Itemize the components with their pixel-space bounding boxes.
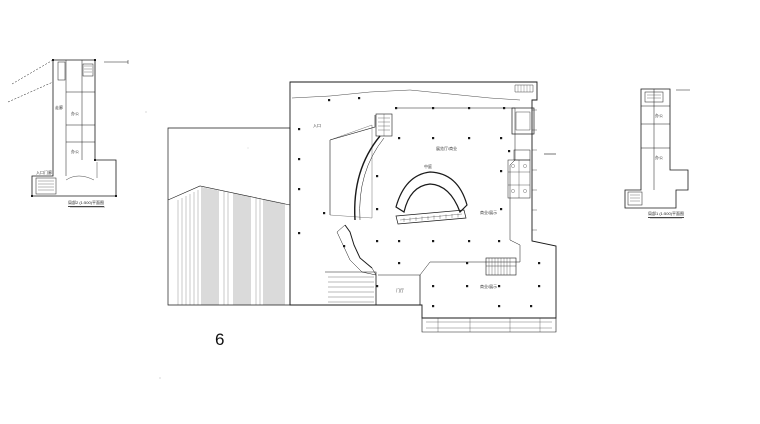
left-room-b-label: 办公 [71, 149, 79, 154]
left-room-a-label: 办公 [71, 111, 79, 116]
main-hall-north-label: 展览厅/商业 [436, 146, 458, 151]
left-corridor-label: 走廊 [55, 105, 63, 110]
right-room-a-label: 办公 [655, 113, 663, 118]
left-entrance-label: 入口门廊 [36, 170, 52, 175]
parking-stripes [177, 187, 285, 305]
sheet-number: 6 [215, 330, 225, 349]
main-hall-east-label: 商业/展示 [480, 210, 498, 215]
right-room-b-label: 办公 [655, 155, 663, 160]
right-plan-caption: 局部1 (1:500)平面图 [648, 211, 685, 218]
structural-columns [298, 97, 541, 308]
main-lobby-label: 门厅 [396, 288, 404, 293]
right-floor-plan [624, 88, 690, 219]
left-plan-caption: 局部2 (1:500)平面图 [68, 200, 105, 207]
main-side-label: 入口 [313, 123, 321, 128]
paper-specks [145, 111, 249, 379]
main-hall-south-label: 商业/展示 [480, 284, 498, 289]
site-hatch-area [167, 127, 291, 306]
main-floor-plan [289, 81, 557, 333]
left-floor-plan [7, 59, 129, 208]
main-hall-center-label: 中庭 [424, 164, 432, 169]
